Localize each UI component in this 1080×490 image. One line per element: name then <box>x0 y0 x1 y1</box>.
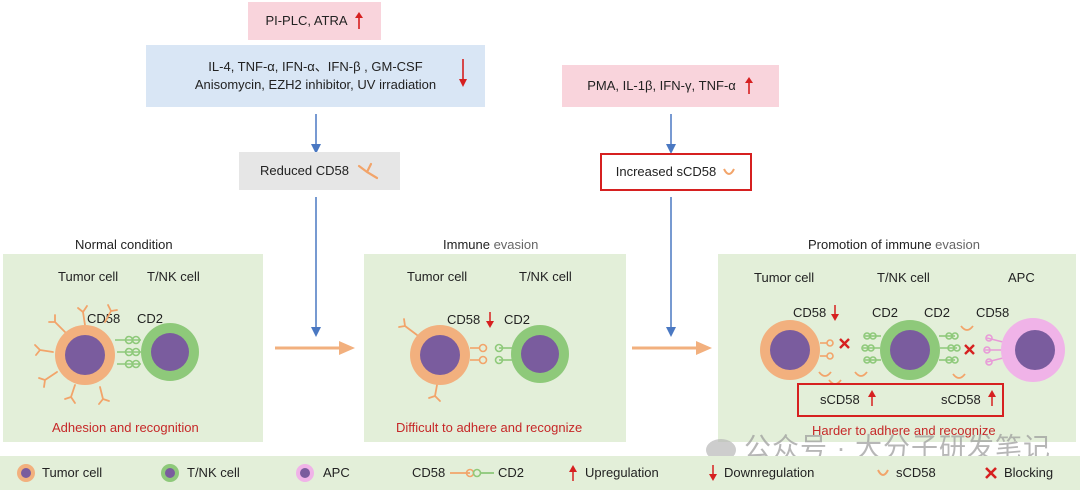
cd58-molecule-icon <box>357 162 379 180</box>
stimulus-up-text-left: PI-PLC, ATRA <box>265 13 348 28</box>
legend-apc-label: APC <box>323 465 350 480</box>
panel1-outcome: Adhesion and recognition <box>52 420 199 435</box>
panel3-cd2-left-label: CD2 <box>872 305 899 320</box>
blocking-icon <box>839 338 850 349</box>
transition-arrow-2 <box>632 341 712 355</box>
panel3-tumor-label: Tumor cell <box>754 270 815 285</box>
panel2-title-b: evasion <box>489 237 539 252</box>
legend-tumor-label: Tumor cell <box>42 465 103 480</box>
legend-up-arrow-icon <box>569 465 577 481</box>
increased-scd58-box: Increased sCD58 <box>600 153 752 191</box>
panel3-tnk-label: T/NK cell <box>877 270 930 285</box>
transition-arrow-1 <box>275 341 355 355</box>
down-arrow-icon <box>831 305 839 321</box>
reduced-cd58-text: Reduced CD58 <box>260 163 349 178</box>
panel1-cd2-label: CD2 <box>137 311 164 326</box>
legend-scd58-label: sCD58 <box>896 465 936 480</box>
panel1-tumor-label: Tumor cell <box>58 269 119 284</box>
up-arrow-icon <box>354 12 363 29</box>
scd58-icon <box>723 168 736 175</box>
stimulus-down-box: IL-4, TNF-α, IFN-α、IFN-β , GM-CSF Anisom… <box>146 45 485 107</box>
legend-down-arrow-icon <box>709 465 717 481</box>
up-arrow-icon <box>868 390 876 406</box>
panel3-scd58-right: sCD58 <box>941 392 981 407</box>
legend-cd58-cd2-icon <box>450 468 494 478</box>
legend-tumor-icon <box>17 464 35 482</box>
panel1-cells <box>34 304 199 405</box>
flow-arrow-blue-3 <box>666 114 676 154</box>
flow-arrow-blue-2 <box>311 197 321 337</box>
legend-apc-icon <box>296 464 314 482</box>
legend-blocking-icon <box>985 467 997 479</box>
down-arrow-icon <box>459 59 467 87</box>
panel2-cd58-label: CD58 <box>447 312 481 327</box>
legend-tnk-label: T/NK cell <box>187 465 240 480</box>
panel3-title-b: evasion <box>931 237 980 252</box>
scd58-up-box <box>797 383 1004 417</box>
legend-cd2-label: CD2 <box>498 465 525 480</box>
legend-down-label: Downregulation <box>724 465 815 480</box>
panel2-outcome: Difficult to adhere and recognize <box>396 420 583 435</box>
legend-bar: Tumor cell T/NK cell APC CD58 CD2 Upregu… <box>0 456 1080 490</box>
panel3-title-a: Promotion of immune <box>808 237 932 252</box>
wechat-icon <box>706 438 736 461</box>
panel3-cells <box>760 318 1065 385</box>
panel3-cd58-left-label: CD58 <box>793 305 827 320</box>
stimulus-down-line1: IL-4, TNF-α, IFN-α、IFN-β , GM-CSF <box>208 59 423 74</box>
panel3-scd58-left: sCD58 <box>820 392 860 407</box>
flow-arrow-blue-4 <box>666 197 676 337</box>
up-arrow-icon <box>744 77 753 94</box>
increased-scd58-text: Increased sCD58 <box>615 164 717 179</box>
panel1-title: Normal condition <box>75 237 173 252</box>
panel2-tumor-label: Tumor cell <box>407 269 468 284</box>
panel3-cd2-right-label: CD2 <box>924 305 951 320</box>
legend-up-label: Upregulation <box>585 465 659 480</box>
panel3-apc-label: APC <box>1008 270 1035 285</box>
stimulus-up-box-left: PI-PLC, ATRA <box>248 2 381 40</box>
legend-blocking-label: Blocking <box>1004 465 1054 480</box>
reduced-cd58-box: Reduced CD58 <box>239 152 400 190</box>
panel2-cells <box>398 318 569 402</box>
panel2-title-a: Immune <box>443 237 490 252</box>
panel2-cd2-label: CD2 <box>504 312 531 327</box>
panel1-cd58-label: CD58 <box>87 311 121 326</box>
panel2-tnk-label: T/NK cell <box>519 269 572 284</box>
panel3-title: Promotion of immune evasion <box>808 237 980 252</box>
up-arrow-icon <box>988 390 996 406</box>
legend-cd58-label: CD58 <box>412 465 446 480</box>
stimulus-up-box-right: PMA, IL-1β, IFN-γ, TNF-α <box>562 65 779 107</box>
panel3-cd58-right-label: CD58 <box>976 305 1010 320</box>
panel1-tnk-label: T/NK cell <box>147 269 200 284</box>
down-arrow-icon <box>486 312 494 328</box>
blocking-icon <box>964 344 975 355</box>
panel2-title: Immune evasion <box>443 237 538 252</box>
legend-tnk-icon <box>161 464 179 482</box>
stimulus-down-line2: Anisomycin, EZH2 inhibitor, UV irradiati… <box>194 77 437 92</box>
flow-arrow-blue-1 <box>311 114 321 154</box>
legend-scd58-icon <box>877 469 889 476</box>
panel-normal <box>3 254 263 442</box>
panel3-outcome: Harder to adhere and recognize <box>812 423 996 438</box>
stimulus-up-text-right: PMA, IL-1β, IFN-γ, TNF-α <box>587 78 736 93</box>
